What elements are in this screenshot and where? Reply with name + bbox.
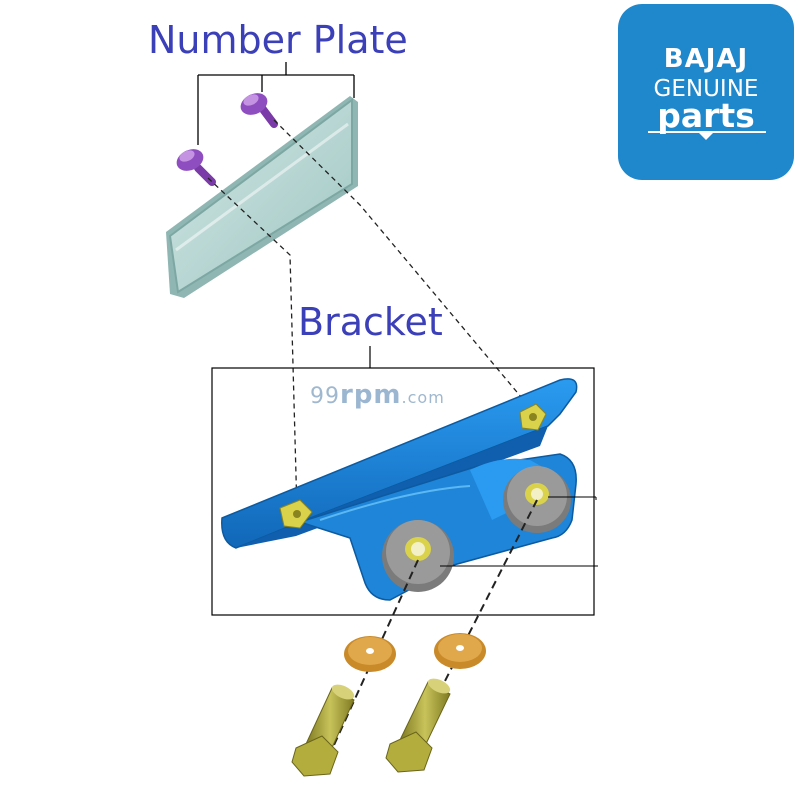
- washer-right: [434, 633, 486, 669]
- number-plate-part: [166, 96, 358, 298]
- logo-underline-icon: [648, 131, 766, 140]
- rubber-grommet-front: [382, 520, 454, 592]
- screw-guide-lines: [207, 119, 533, 513]
- bracket-label: Bracket: [298, 300, 443, 344]
- bracket-leader: [211, 346, 595, 616]
- watermark-text: 99rpm.com: [310, 380, 445, 410]
- bajaj-genuine-parts-logo: BAJAJ GENUINE parts: [618, 4, 794, 180]
- purple-screw-right: [240, 93, 278, 128]
- speed-clip-left: [279, 499, 313, 529]
- logo-genuine-text: GENUINE: [653, 76, 759, 102]
- washer-left: [344, 636, 396, 672]
- logo-brand-text: BAJAJ: [663, 44, 749, 74]
- number-plate-leader: [197, 62, 355, 145]
- right-leader-ticks: [440, 496, 598, 567]
- speed-clip-right: [519, 403, 547, 431]
- number-plate-label: Number Plate: [148, 18, 408, 62]
- logo-parts-text: parts: [657, 96, 755, 135]
- bolt-left: [291, 684, 355, 777]
- purple-screw-left: [176, 149, 216, 186]
- bolt-right: [385, 678, 451, 773]
